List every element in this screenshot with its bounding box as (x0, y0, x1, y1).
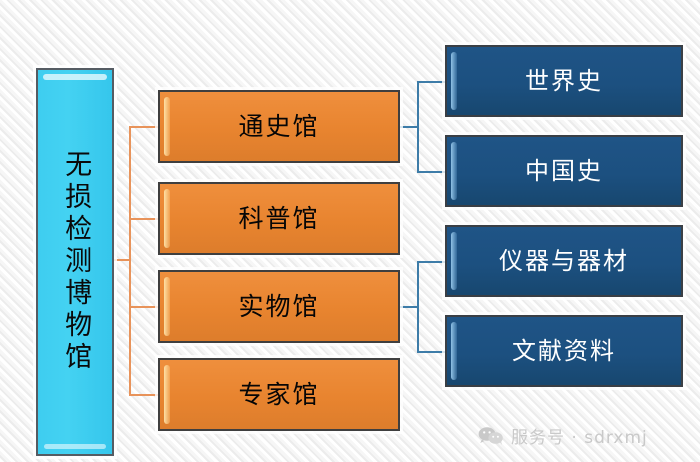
root-top-highlight (43, 74, 107, 80)
watermark: 服务号 · sdrxmj (478, 423, 648, 448)
connector-tongshiguan-stub (400, 126, 418, 128)
connector-tongshiguan-spine (417, 81, 419, 173)
node-root-label: 无损检测博物馆 (60, 150, 92, 374)
l1-left-highlight (164, 365, 170, 424)
node-zhongguoshi[interactable]: 中国史 (445, 135, 683, 207)
l2-left-highlight (451, 52, 457, 110)
connector-arm-zhongguoshi (417, 171, 445, 173)
connector-shiwuguan-stub (400, 306, 418, 308)
node-kepuguan[interactable]: 科普馆 (158, 182, 400, 255)
node-tongshiguan[interactable]: 通史馆 (158, 90, 400, 163)
node-wenxianziliao[interactable]: 文献资料 (445, 315, 683, 387)
node-root-museum[interactable]: 无损检测博物馆 (36, 68, 114, 456)
root-bottom-highlight (44, 444, 106, 449)
l1-left-highlight (164, 189, 170, 248)
node-shiwuguan[interactable]: 实物馆 (158, 270, 400, 343)
l1-left-highlight (164, 97, 170, 156)
node-tongshiguan-label: 通史馆 (238, 111, 320, 141)
node-shijieshi-label: 世界史 (525, 66, 603, 95)
connector-arm-zhuanjiaguan (129, 394, 159, 396)
node-shijieshi[interactable]: 世界史 (445, 45, 683, 117)
connector-arm-kepuguan (129, 218, 159, 220)
node-zhongguoshi-label: 中国史 (525, 156, 603, 185)
l2-left-highlight (451, 322, 457, 380)
connector-level1-spine (129, 126, 131, 394)
connector-arm-shijieshi (417, 81, 445, 83)
connector-shiwuguan-spine (417, 261, 419, 353)
watermark-text: 服务号 · sdrxmj (511, 428, 648, 448)
connector-arm-wenxianziliao (417, 351, 445, 353)
connector-root-stub (114, 259, 130, 261)
connector-arm-tongshiguan (129, 126, 159, 128)
l2-left-highlight (451, 142, 457, 200)
node-zhuanjiaguan[interactable]: 专家馆 (158, 358, 400, 431)
node-kepuguan-label: 科普馆 (238, 203, 320, 233)
node-shiwuguan-label: 实物馆 (238, 291, 320, 321)
node-zhuanjiaguan-label: 专家馆 (238, 379, 320, 409)
node-wenxianziliao-label: 文献资料 (512, 336, 616, 365)
l1-left-highlight (164, 277, 170, 336)
node-yiqiyuqicai[interactable]: 仪器与器材 (445, 225, 683, 297)
l2-left-highlight (451, 232, 457, 290)
connector-arm-shiwuguan (129, 306, 159, 308)
node-yiqiyuqicai-label: 仪器与器材 (499, 246, 629, 275)
wechat-icon (478, 426, 504, 446)
connector-arm-yiqiyuqicai (417, 261, 445, 263)
